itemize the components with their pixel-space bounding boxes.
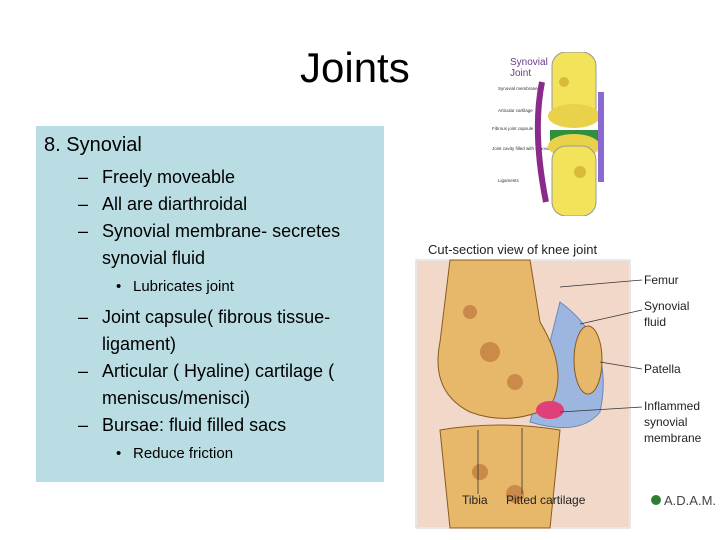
sub-bullet-text: Lubricates joint (133, 278, 234, 295)
label-inflamed-membrane: membrane (644, 431, 702, 445)
bullet-item: –Freely moveable (78, 167, 236, 187)
label-patella: Patella (644, 362, 681, 376)
diagram-label: Articular cartilage (498, 108, 533, 113)
diagram-label: Synovial membrane (498, 86, 538, 91)
label-synovial-fluid: Synovial (644, 299, 689, 313)
joint-illustration (534, 52, 604, 216)
bullet-item: –All are diarthroidal (78, 194, 248, 214)
section-heading: 8. Synovial (44, 134, 142, 156)
label-inflamed-membrane: Inflammed (644, 399, 700, 413)
synovial-joint-diagram: Synovial Joint Synovial membrane Articul… (492, 57, 562, 183)
knee-diagram-title: Cut-section view of knee joint (428, 242, 597, 257)
bullet-item: –Synovial membrane- secretes synovial fl… (78, 221, 341, 268)
tibia (439, 424, 561, 529)
label-inflamed-membrane: synovial (644, 415, 687, 429)
adam-logo: A.D.A.M. (664, 493, 716, 508)
diagram-label: Fibrous joint capsule (492, 126, 534, 131)
sub-bullet-item: •Lubricates joint (116, 278, 234, 295)
label-femur: Femur (644, 273, 679, 287)
bullet-text: Joint capsule( fibrous tissue- ligament) (102, 307, 331, 354)
bullet-item: –Articular ( Hyaline) cartilage ( menisc… (78, 361, 335, 408)
bullet-text: Synovial membrane- secretes synovial flu… (102, 221, 341, 268)
patella (573, 325, 603, 395)
bullet-item: –Joint capsule( fibrous tissue- ligament… (78, 307, 331, 354)
knee-joint-diagram: Cut-section view of knee joint Femur Syn… (415, 242, 716, 529)
bullet-item: –Bursae: fluid filled sacs (78, 415, 287, 435)
bullet-text: Freely moveable (102, 167, 236, 187)
femur (437, 259, 559, 419)
adam-logo-icon (651, 495, 661, 505)
diagram-label: Joint cavity filled with synovial fluid (492, 146, 562, 151)
label-pitted-cartilage: Pitted cartilage (506, 493, 586, 507)
inflamed-membrane (536, 401, 564, 419)
sub-bullet-item: •Reduce friction (116, 445, 234, 462)
diagram-label: Ligaments (498, 178, 520, 183)
label-tibia: Tibia (462, 493, 488, 507)
diagram-title: Joint (510, 68, 531, 79)
bullet-text: Bursae: fluid filled sacs (102, 415, 287, 435)
diagram-title: Synovial (510, 57, 548, 68)
sub-bullet-text: Reduce friction (133, 445, 234, 462)
slide-title: Joints (300, 44, 410, 91)
content-box: 8. Synovial –Freely moveable –All are di… (36, 126, 384, 482)
bullet-text: All are diarthroidal (102, 194, 248, 214)
label-synovial-fluid: fluid (644, 315, 666, 329)
bullet-text: Articular ( Hyaline) cartilage ( meniscu… (102, 361, 335, 408)
bullet-list: –Freely moveable –All are diarthroidal –… (36, 164, 384, 471)
